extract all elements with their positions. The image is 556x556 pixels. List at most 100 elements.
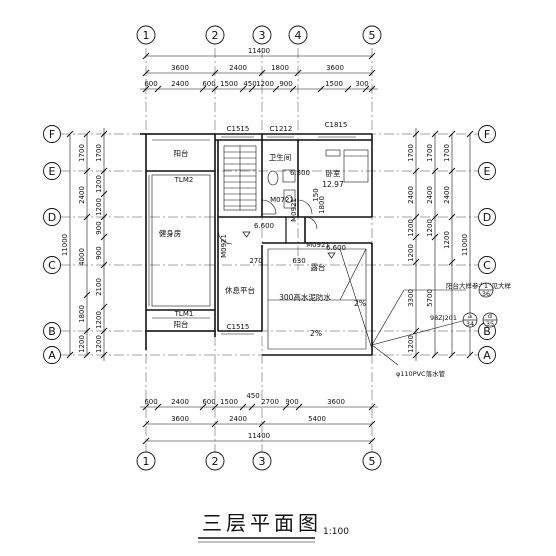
dim-right-col3-b: 2400	[443, 186, 451, 204]
room-bathroom: 卫生间	[269, 152, 292, 162]
dim-bottom-row2-b: 2400	[171, 398, 189, 406]
inner-lines	[151, 139, 467, 366]
windows	[145, 133, 356, 335]
window-label-tlm-bottom: TLM1	[174, 310, 194, 318]
dim-bottom-row2-c: 600	[202, 398, 215, 406]
staircase	[223, 145, 257, 211]
dim-left-col2-e: 900	[95, 246, 103, 259]
bottom-dimension-lines	[140, 403, 378, 445]
axis-label-bottom-3: 3	[259, 455, 266, 468]
dim-left-col1-c: 4000	[78, 248, 86, 266]
axis-label-top-2: 2	[212, 29, 219, 42]
window-label-c1515-top: C1515	[227, 125, 250, 133]
room-slope-2: 2%	[310, 329, 322, 338]
axis-bubbles-top	[136, 25, 382, 45]
room-balcony-top: 阳台	[174, 148, 189, 158]
detail-ref-d: d	[488, 312, 492, 320]
dim-right-col2-b: 2400	[426, 186, 434, 204]
axis-label-left-E: E	[49, 165, 56, 178]
axis-label-left-D: D	[48, 211, 56, 224]
dim-top-row1-b: 2400	[229, 64, 247, 72]
dim-bottom-total: 11400	[248, 432, 270, 440]
dim-bottom-row2-d: 1500	[220, 398, 238, 406]
dim-bottom-row2-e: 450	[246, 392, 259, 400]
axis-bubbles-bottom	[136, 451, 382, 471]
dim-bottom-row2-h: 3600	[327, 398, 345, 406]
room-rest-platform: 休息平台	[225, 285, 255, 295]
dim-left-col2-c: 1200	[95, 198, 103, 216]
dim-top-row2-c: 600	[202, 80, 215, 88]
window-label-c1212: C1212	[270, 125, 293, 133]
dim-right-col3-c: 1200	[443, 231, 451, 249]
dim-left-col1-e: 1200	[78, 335, 86, 353]
level-label-2: 6.600	[326, 244, 346, 252]
dim-bottom-row2-a: 600	[144, 398, 157, 406]
dim-top-row1-a: 3600	[171, 64, 189, 72]
dim-left-col2-b: 1200	[95, 175, 103, 193]
dim-bottom-row1-c: 5400	[308, 415, 326, 423]
room-balcony-bottom: 阳台	[174, 319, 189, 329]
detail-sheet-d: 35	[486, 320, 494, 328]
top-dimension-lines	[140, 52, 378, 93]
dim-left-col2-d: 900	[95, 221, 103, 234]
door-label-m0921-b: M0921	[290, 198, 298, 222]
dim-right-col1-d: 1200	[407, 244, 415, 262]
axis-label-top-4: 4	[295, 29, 302, 42]
right-dimension-lines	[412, 128, 474, 361]
dim-left-col2-f: 2100	[95, 278, 103, 296]
detail-sheet-1: 36	[482, 290, 490, 298]
room-terrace-note: 300高水泥防水	[279, 292, 331, 302]
dim-top-row2-e: 450	[243, 80, 256, 88]
dim-right-col1-c: 1200	[407, 219, 415, 237]
bed	[325, 149, 369, 183]
dim-right-col2-d: 5700	[426, 289, 434, 307]
axis-label-left-B: B	[48, 325, 56, 338]
room-terrace: 露台	[311, 262, 326, 272]
dim-left-total: 11000	[61, 234, 69, 256]
dim-right-col2-a: 1700	[426, 144, 434, 162]
door-label-m0921-a: M0921	[220, 234, 228, 258]
room-gym: 健身房	[159, 228, 182, 238]
axis-label-right-D: D	[483, 211, 491, 224]
dim-top-row1-c: 1800	[271, 64, 289, 72]
level-label-270: 270	[249, 257, 262, 265]
dim-top-total: 11400	[248, 47, 270, 55]
axis-label-top-3: 3	[259, 29, 266, 42]
doors	[217, 199, 318, 245]
dim-top-row2-g: 900	[279, 80, 292, 88]
drawing-scale: 1:100	[323, 527, 349, 537]
door-label-m0721: M0721	[270, 196, 294, 204]
drawing-title: 三层平面图	[202, 511, 322, 535]
dim-top-row2-h: 1500	[325, 80, 343, 88]
dim-bottom-row1-a: 3600	[171, 415, 189, 423]
dim-right-total: 11000	[461, 234, 469, 256]
detail-ref-1: 1	[484, 282, 488, 290]
level-label-1800: 1800	[318, 196, 326, 214]
dim-right-col1-e: 3300	[407, 289, 415, 307]
dim-top-row1-d: 3600	[326, 64, 344, 72]
axis-label-right-F: F	[484, 128, 490, 141]
room-bedroom: 卧室	[326, 168, 341, 178]
axis-label-left-C: C	[48, 259, 56, 272]
door-label-m0921-c: M0921	[306, 241, 330, 249]
axis-label-top-1: 1	[143, 29, 150, 42]
detail-ref-98zj: 98ZJ201	[430, 314, 457, 322]
dim-left-col1-b: 2400	[78, 186, 86, 204]
axis-label-right-A: A	[483, 349, 491, 362]
dim-bottom-row1-b: 2400	[229, 415, 247, 423]
level-label-3: 6.500	[290, 169, 310, 177]
dim-top-row2-a: 600	[144, 80, 157, 88]
dim-left-col2-h: 1200	[95, 335, 103, 353]
detail-index-symbols	[462, 282, 498, 328]
dim-right-col3-a: 1700	[443, 144, 451, 162]
level-markers	[242, 231, 336, 259]
dim-top-row2-i: 300	[355, 80, 368, 88]
dim-top-row2-f: 1200	[256, 80, 274, 88]
dim-left-col2-a: 1700	[95, 144, 103, 162]
dim-bottom-row2-f: 2700	[261, 398, 279, 406]
level-label-630: 630	[292, 257, 305, 265]
axis-label-top-5: 5	[369, 29, 376, 42]
axis-bubbles-right	[478, 125, 496, 364]
